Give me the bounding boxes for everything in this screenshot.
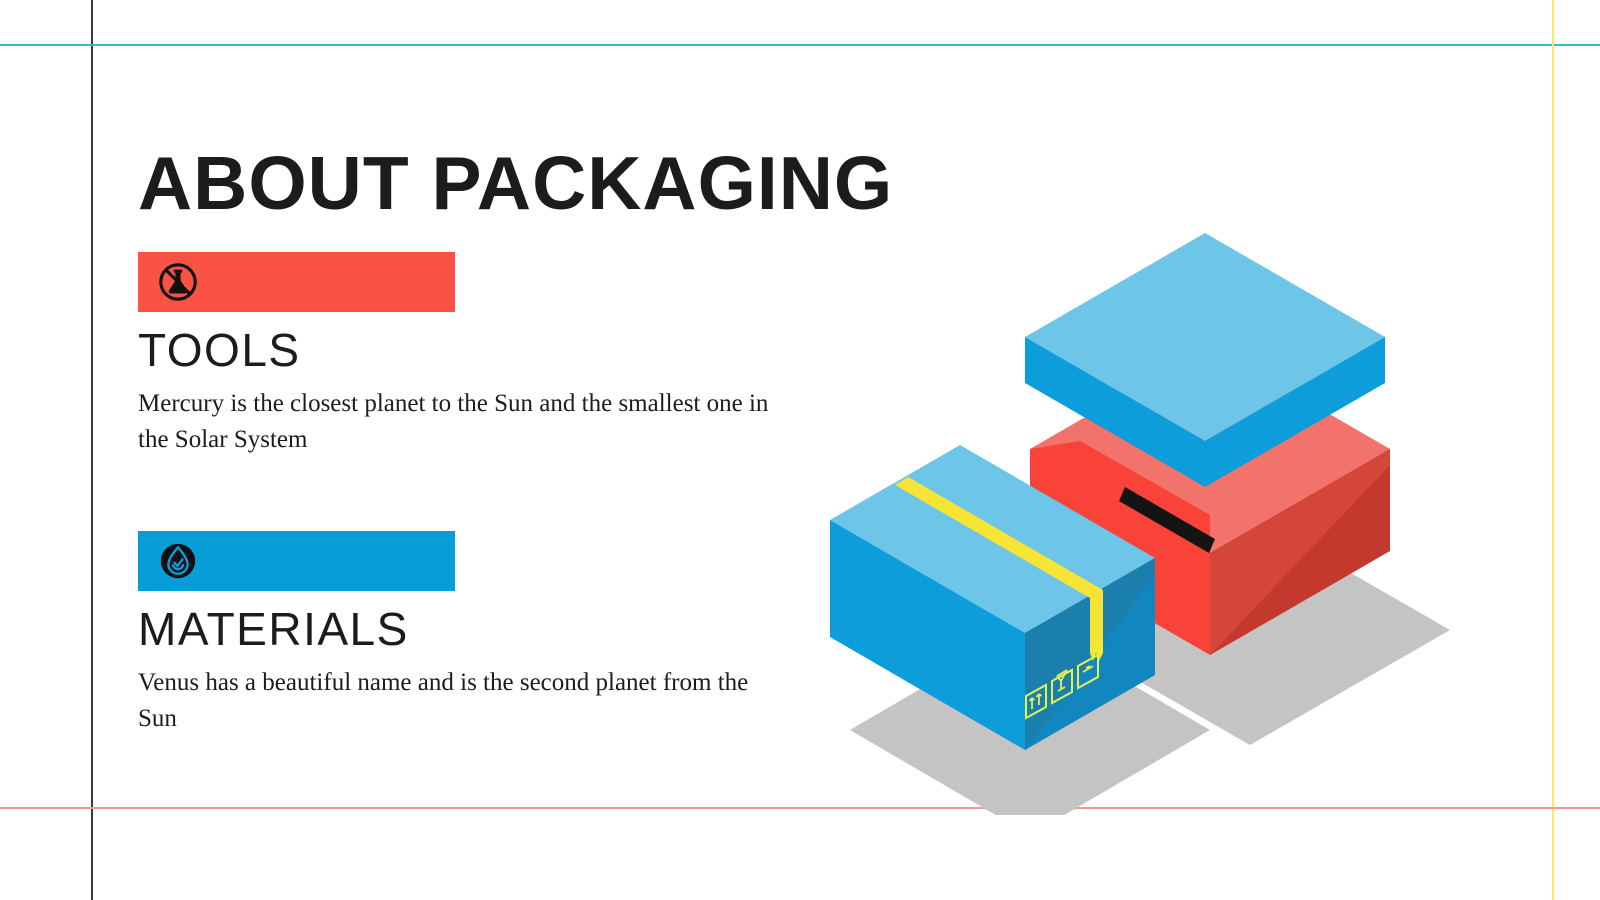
feature-heading-materials: MATERIALS: [138, 603, 409, 655]
handle-with-care-icon: [1077, 653, 1099, 690]
isometric-packaging-illustration: [780, 215, 1500, 815]
water-drop-check-icon: [156, 539, 200, 583]
guide-line-vertical-right: [1552, 0, 1554, 900]
guide-line-vertical-left: [91, 0, 93, 900]
feature-block-tools: TOOLS Mercury is the closest planet to t…: [138, 252, 798, 457]
shipping-label-icons: [1025, 653, 1099, 720]
feature-heading-tools: TOOLS: [138, 324, 301, 376]
blue-box: [830, 445, 1155, 750]
blue-lid: [1025, 233, 1385, 487]
guide-line-horizontal-bottom: [0, 807, 1600, 809]
feature-bar-materials: [138, 531, 455, 591]
fragile-glass-icon: [1051, 668, 1073, 705]
page-title: ABOUT PACKAGING: [138, 141, 894, 226]
this-way-up-icon: [1025, 683, 1047, 720]
guide-line-horizontal-top: [0, 44, 1600, 46]
feature-body-tools: Mercury is the closest planet to the Sun…: [138, 390, 769, 453]
feature-bar-tools: [138, 252, 455, 312]
no-flask-icon: [156, 260, 200, 304]
feature-block-materials: MATERIALS Venus has a beautiful name and…: [138, 531, 798, 736]
feature-body-materials: Venus has a beautiful name and is the se…: [138, 669, 749, 732]
